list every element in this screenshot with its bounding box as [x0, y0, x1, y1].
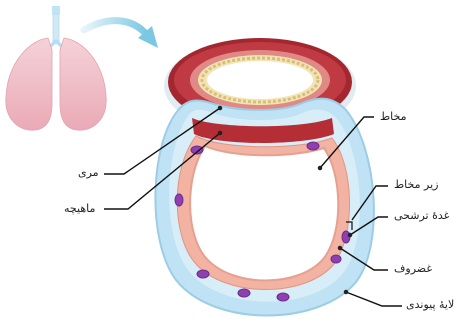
curved-arrow-icon: [84, 21, 158, 48]
gland: [238, 289, 250, 297]
label-submucosa: زیر مخاط: [394, 178, 438, 191]
label-connective: لایهٔ پیوندی: [406, 298, 454, 311]
trachea-lumen: [190, 146, 338, 281]
label-esophagus: مری: [78, 166, 99, 179]
leader-connective: [346, 292, 402, 306]
trachea: [155, 99, 373, 316]
label-cartilage: غضروف: [394, 262, 432, 275]
label-muscle: ماهیچه: [64, 202, 95, 215]
gland: [331, 255, 341, 263]
gland: [277, 293, 289, 301]
gland: [342, 231, 350, 243]
gland: [175, 194, 183, 206]
gland: [197, 270, 209, 278]
gland: [307, 142, 319, 150]
label-mucosa: مخاط: [380, 110, 407, 123]
label-gland: غدهٔ ترشحی: [394, 209, 449, 222]
